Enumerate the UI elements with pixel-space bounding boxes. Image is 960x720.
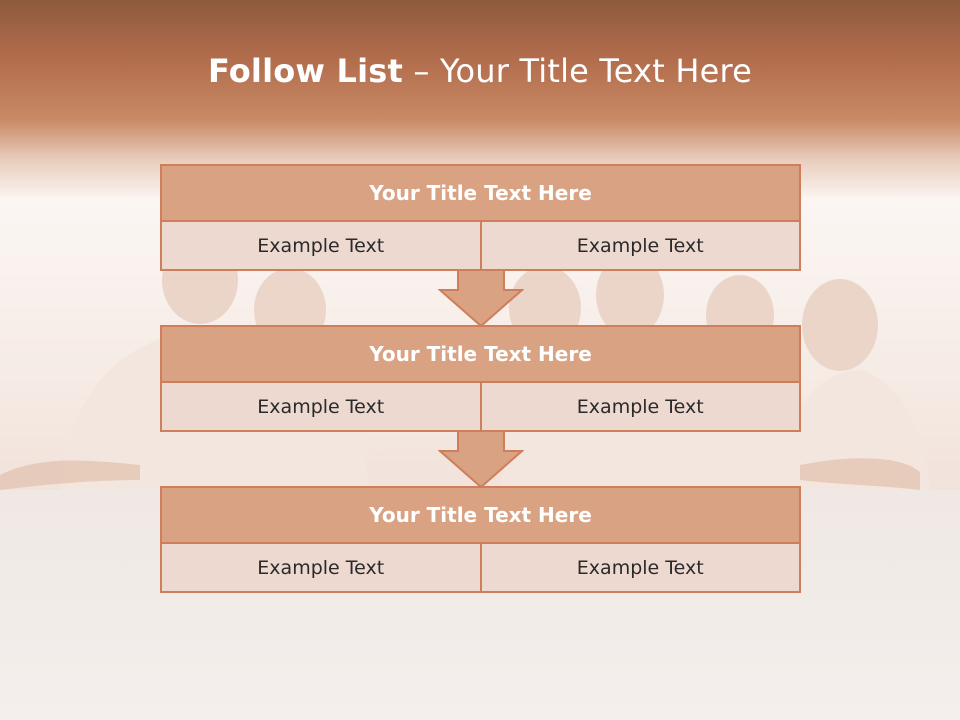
list-block-1: Your Title Text Here Example Text Exampl… (160, 164, 801, 271)
block-cell-left: Example Text (257, 234, 385, 257)
block-title: Your Title Text Here (162, 488, 799, 544)
block-cell-left: Example Text (257, 556, 385, 579)
block-row: Example Text Example Text (162, 544, 799, 591)
slide-title: Follow List – Your Title Text Here (0, 52, 960, 90)
down-arrow-icon (438, 431, 524, 489)
block-title: Your Title Text Here (162, 327, 799, 383)
slide-title-rest: – Your Title Text Here (403, 52, 753, 90)
block-cell-right: Example Text (479, 383, 800, 430)
slide-title-bold: Follow List (207, 52, 404, 90)
list-block-2: Your Title Text Here Example Text Exampl… (160, 325, 801, 432)
block-row: Example Text Example Text (162, 222, 799, 269)
block-cell-right: Example Text (479, 222, 800, 269)
list-block-3: Your Title Text Here Example Text Exampl… (160, 486, 801, 593)
down-arrow-icon (438, 270, 524, 328)
block-cell-right: Example Text (479, 544, 800, 591)
block-row: Example Text Example Text (162, 383, 799, 430)
block-title: Your Title Text Here (162, 166, 799, 222)
block-cell-left: Example Text (257, 395, 385, 418)
